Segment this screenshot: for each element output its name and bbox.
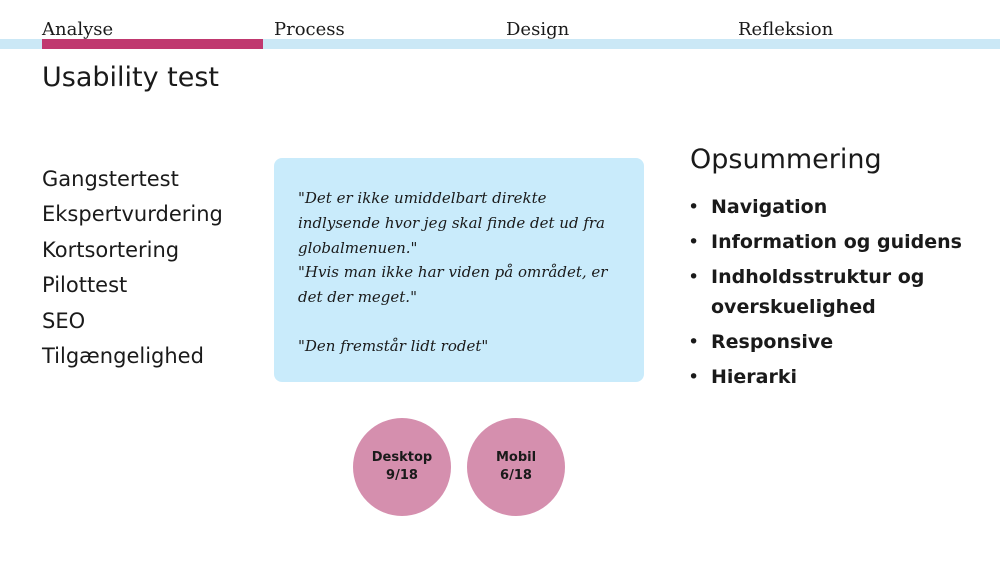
summary-item-label: Hierarki — [711, 366, 798, 388]
summary-list: • Navigation • Information og guidens • Ind… — [686, 192, 986, 397]
bullet-icon: • — [688, 231, 700, 253]
method-item: Pilottest — [42, 273, 128, 298]
tab-design[interactable]: Design — [506, 19, 570, 40]
tab-process[interactable]: Process — [274, 19, 345, 40]
quote-text: "Hvis man ikke har viden på området, er … — [298, 263, 608, 306]
result-score: 6/18 — [500, 468, 532, 483]
quote-text: "Den fremstår lidt rodet" — [298, 337, 489, 355]
page-title: Usability test — [42, 62, 220, 93]
method-item: Tilgængelighed — [42, 344, 204, 369]
summary-item: • Information og guidens — [686, 227, 986, 257]
summary-item: • Hierarki — [686, 362, 986, 392]
method-item: Gangstertest — [42, 167, 179, 191]
summary-item-label: Responsive — [711, 331, 834, 353]
desktop-result-circle: Desktop 9/18 — [353, 418, 451, 516]
method-list: Gangstertest Ekspertvurdering Kortsorter… — [42, 162, 223, 374]
summary-item: • Navigation — [686, 192, 986, 222]
summary-item-label: Navigation — [711, 196, 828, 218]
result-label: Desktop — [371, 450, 433, 465]
nav-bar — [0, 39, 1000, 49]
method-item: SEO — [42, 308, 86, 333]
bullet-icon: • — [688, 266, 700, 288]
method-item: Kortsortering — [42, 237, 180, 262]
mobile-result-circle: Mobil 6/18 — [467, 418, 565, 516]
summary-title: Opsummering — [690, 144, 882, 175]
summary-item-label: Indholdsstruktur og overskuelighed — [711, 266, 925, 318]
bullet-icon: • — [688, 196, 700, 218]
quote-text: "Det er ikke umiddelbart direkte indlyse… — [298, 189, 605, 257]
result-score: 9/18 — [386, 468, 418, 483]
tab-analyse[interactable]: Analyse — [42, 19, 114, 40]
bullet-icon: • — [688, 366, 700, 388]
summary-item: • Indholdsstruktur og overskuelighed — [686, 262, 986, 322]
quote-box: "Det er ikke umiddelbart direkte indlyse… — [274, 158, 644, 382]
result-label: Mobil — [495, 450, 537, 465]
summary-item-label: Information og guidens — [711, 231, 962, 253]
bullet-icon: • — [688, 331, 700, 353]
method-item: Ekspertvurdering — [42, 202, 223, 227]
summary-item: • Responsive — [686, 327, 986, 357]
nav-active-indicator — [42, 39, 263, 49]
tab-refleksion[interactable]: Refleksion — [738, 19, 834, 40]
